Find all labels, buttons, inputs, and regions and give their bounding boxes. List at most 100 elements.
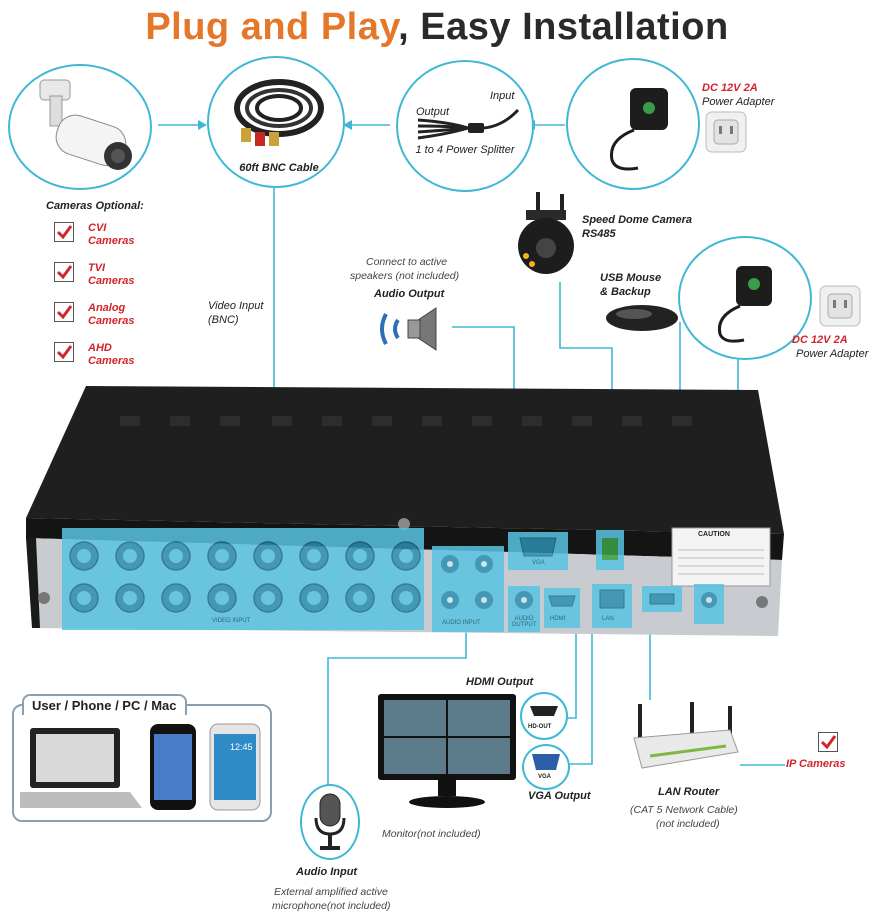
adapter-top-line1: DC 12V 2A: [702, 82, 758, 94]
bullet-camera-icon: [39, 79, 132, 170]
wall-outlet-icon: [819, 285, 861, 327]
splitter-label: 1 to 4 Power Splitter: [415, 144, 515, 156]
mouse-icon: [606, 305, 678, 331]
ip-cameras-label: IP Cameras: [786, 758, 846, 770]
camera-option-suffix: Cameras: [88, 275, 135, 287]
lan-router-label: LAN Router: [658, 786, 720, 798]
camera-option-name: TVI: [88, 262, 106, 274]
power-splitter-icon: [417, 108, 520, 140]
camera-circle: [8, 64, 152, 190]
camera-option-suffix: Cameras: [88, 315, 135, 327]
lan-port-label: LAN: [602, 616, 614, 622]
speed-dome-line1: Speed Dome Camera: [582, 214, 693, 226]
dc-jack-icon: [701, 592, 717, 608]
adapter-top-circle: [566, 58, 700, 190]
vga-port-icon: [519, 537, 557, 557]
camera-option-suffix: Cameras: [88, 235, 135, 247]
microphone-circle: [300, 784, 360, 860]
vga-output-circle: VGA: [522, 744, 570, 790]
rca-ports-icon: [441, 555, 493, 609]
audio-output-port-label: AUDIO OUTPUT: [511, 616, 537, 628]
camera-option-tvi: TVI Cameras: [54, 262, 134, 287]
microphone-icon: [314, 793, 346, 850]
usb-port: [642, 586, 682, 612]
usb-mouse-line1: USB Mouse: [600, 272, 662, 284]
audio-input-note-line2: microphone(not included): [272, 900, 391, 912]
monitor-icon: [378, 694, 516, 808]
bnc-cable-label: 60ft BNC Cable: [239, 162, 319, 174]
audio-input-label: Audio Input: [296, 866, 358, 878]
splitter-circle: Output Input 1 to 4 Power Splitter: [396, 60, 534, 192]
splitter-output-label: Output: [416, 106, 450, 118]
usb-port-icon: [649, 593, 675, 605]
hdmi-port-icon: [548, 595, 576, 607]
check-icon: [820, 735, 837, 750]
phone-time: 12:45: [230, 742, 253, 752]
audio-output-note-line1: Connect to active: [366, 256, 448, 268]
bnc-cable-icon: [234, 79, 324, 146]
vga-output-label: VGA Output: [528, 790, 591, 802]
camera-option-name: AHD: [88, 342, 112, 354]
video-input-line1: Video Input: [208, 300, 264, 312]
camera-option-analog: Analog Cameras: [54, 302, 134, 327]
title-part2: , Easy Installation: [398, 6, 729, 48]
checkbox-ahd: [54, 342, 74, 362]
video-input-ports: VIDEO INPUT: [62, 528, 424, 630]
bnc-ports-icon: [69, 541, 421, 613]
audio-input-port-label: AUDIO INPUT: [442, 620, 481, 626]
terminal-block-icon: [602, 538, 618, 560]
audio-output-label: Audio Output: [374, 288, 445, 300]
bnc-cable-circle: 60ft BNC Cable: [207, 56, 345, 188]
hdmi-port-text: HD-OUT: [528, 724, 552, 730]
camera-option-name: CVI: [88, 222, 107, 234]
rs485-terminal: [596, 530, 624, 570]
vga-port-label: VGA: [532, 560, 545, 566]
hdmi-icon: [530, 706, 558, 716]
camera-option-suffix: Cameras: [88, 355, 135, 367]
check-icon: [56, 345, 73, 360]
checkbox-cvi: [54, 222, 74, 242]
cameras-optional-heading: Cameras Optional:: [46, 200, 144, 212]
caution-label: CAUTION: [698, 531, 730, 538]
lan-router-note-line2: (not included): [656, 818, 720, 830]
adapter-right-line1: DC 12V 2A: [792, 334, 848, 346]
camera-option-cvi: CVI Cameras: [54, 222, 134, 247]
check-icon: [56, 225, 73, 240]
speed-dome-camera-icon: [518, 192, 574, 274]
camera-option-ahd: AHD Cameras: [54, 342, 134, 367]
check-icon: [56, 265, 73, 280]
audio-input-ports: AUDIO INPUT: [432, 546, 504, 632]
title-part1: Plug and Play: [145, 6, 399, 48]
vga-port: VGA: [508, 532, 568, 570]
vga-port-text: VGA: [538, 774, 552, 780]
camera-option-name: Analog: [88, 302, 126, 314]
speaker-icon: [380, 307, 437, 351]
lan-router-note-line1: (CAT 5 Network Cable): [630, 804, 738, 816]
audio-input-note-line1: External amplified active: [274, 886, 388, 898]
rca-port-icon: [515, 591, 533, 609]
adapter-top-line2: Power Adapter: [702, 96, 775, 108]
wall-outlet-icon: [705, 111, 747, 153]
hdmi-port-label: HDMI: [550, 616, 566, 622]
splitter-input-label: Input: [490, 90, 515, 102]
lan-port: LAN: [592, 584, 632, 628]
power-adapter-icon: [717, 266, 772, 343]
checkbox-ip-cameras: [818, 732, 838, 752]
page-title: Plug and Play, Easy Installation: [0, 6, 874, 49]
hdmi-output-circle: HD-OUT: [520, 692, 568, 740]
audio-output-port: AUDIO OUTPUT: [508, 586, 540, 632]
usb-mouse-line2: & Backup: [600, 286, 651, 298]
router-icon: [633, 702, 739, 769]
video-input-port-label: VIDEO INPUT: [212, 618, 251, 624]
monitor-label: Monitor(not included): [382, 828, 481, 840]
user-devices-label: User / Phone / PC / Mac: [22, 694, 187, 715]
speed-dome-line2: RS485: [582, 228, 616, 240]
video-input-line2: (BNC): [208, 314, 239, 326]
hdmi-output-label: HDMI Output: [466, 676, 534, 688]
checkbox-tvi: [54, 262, 74, 282]
check-icon: [56, 305, 73, 320]
checkbox-analog: [54, 302, 74, 322]
hdmi-port: HDMI: [544, 588, 580, 628]
vga-icon: [532, 754, 560, 770]
adapter-right-line2: Power Adapter: [796, 348, 869, 360]
